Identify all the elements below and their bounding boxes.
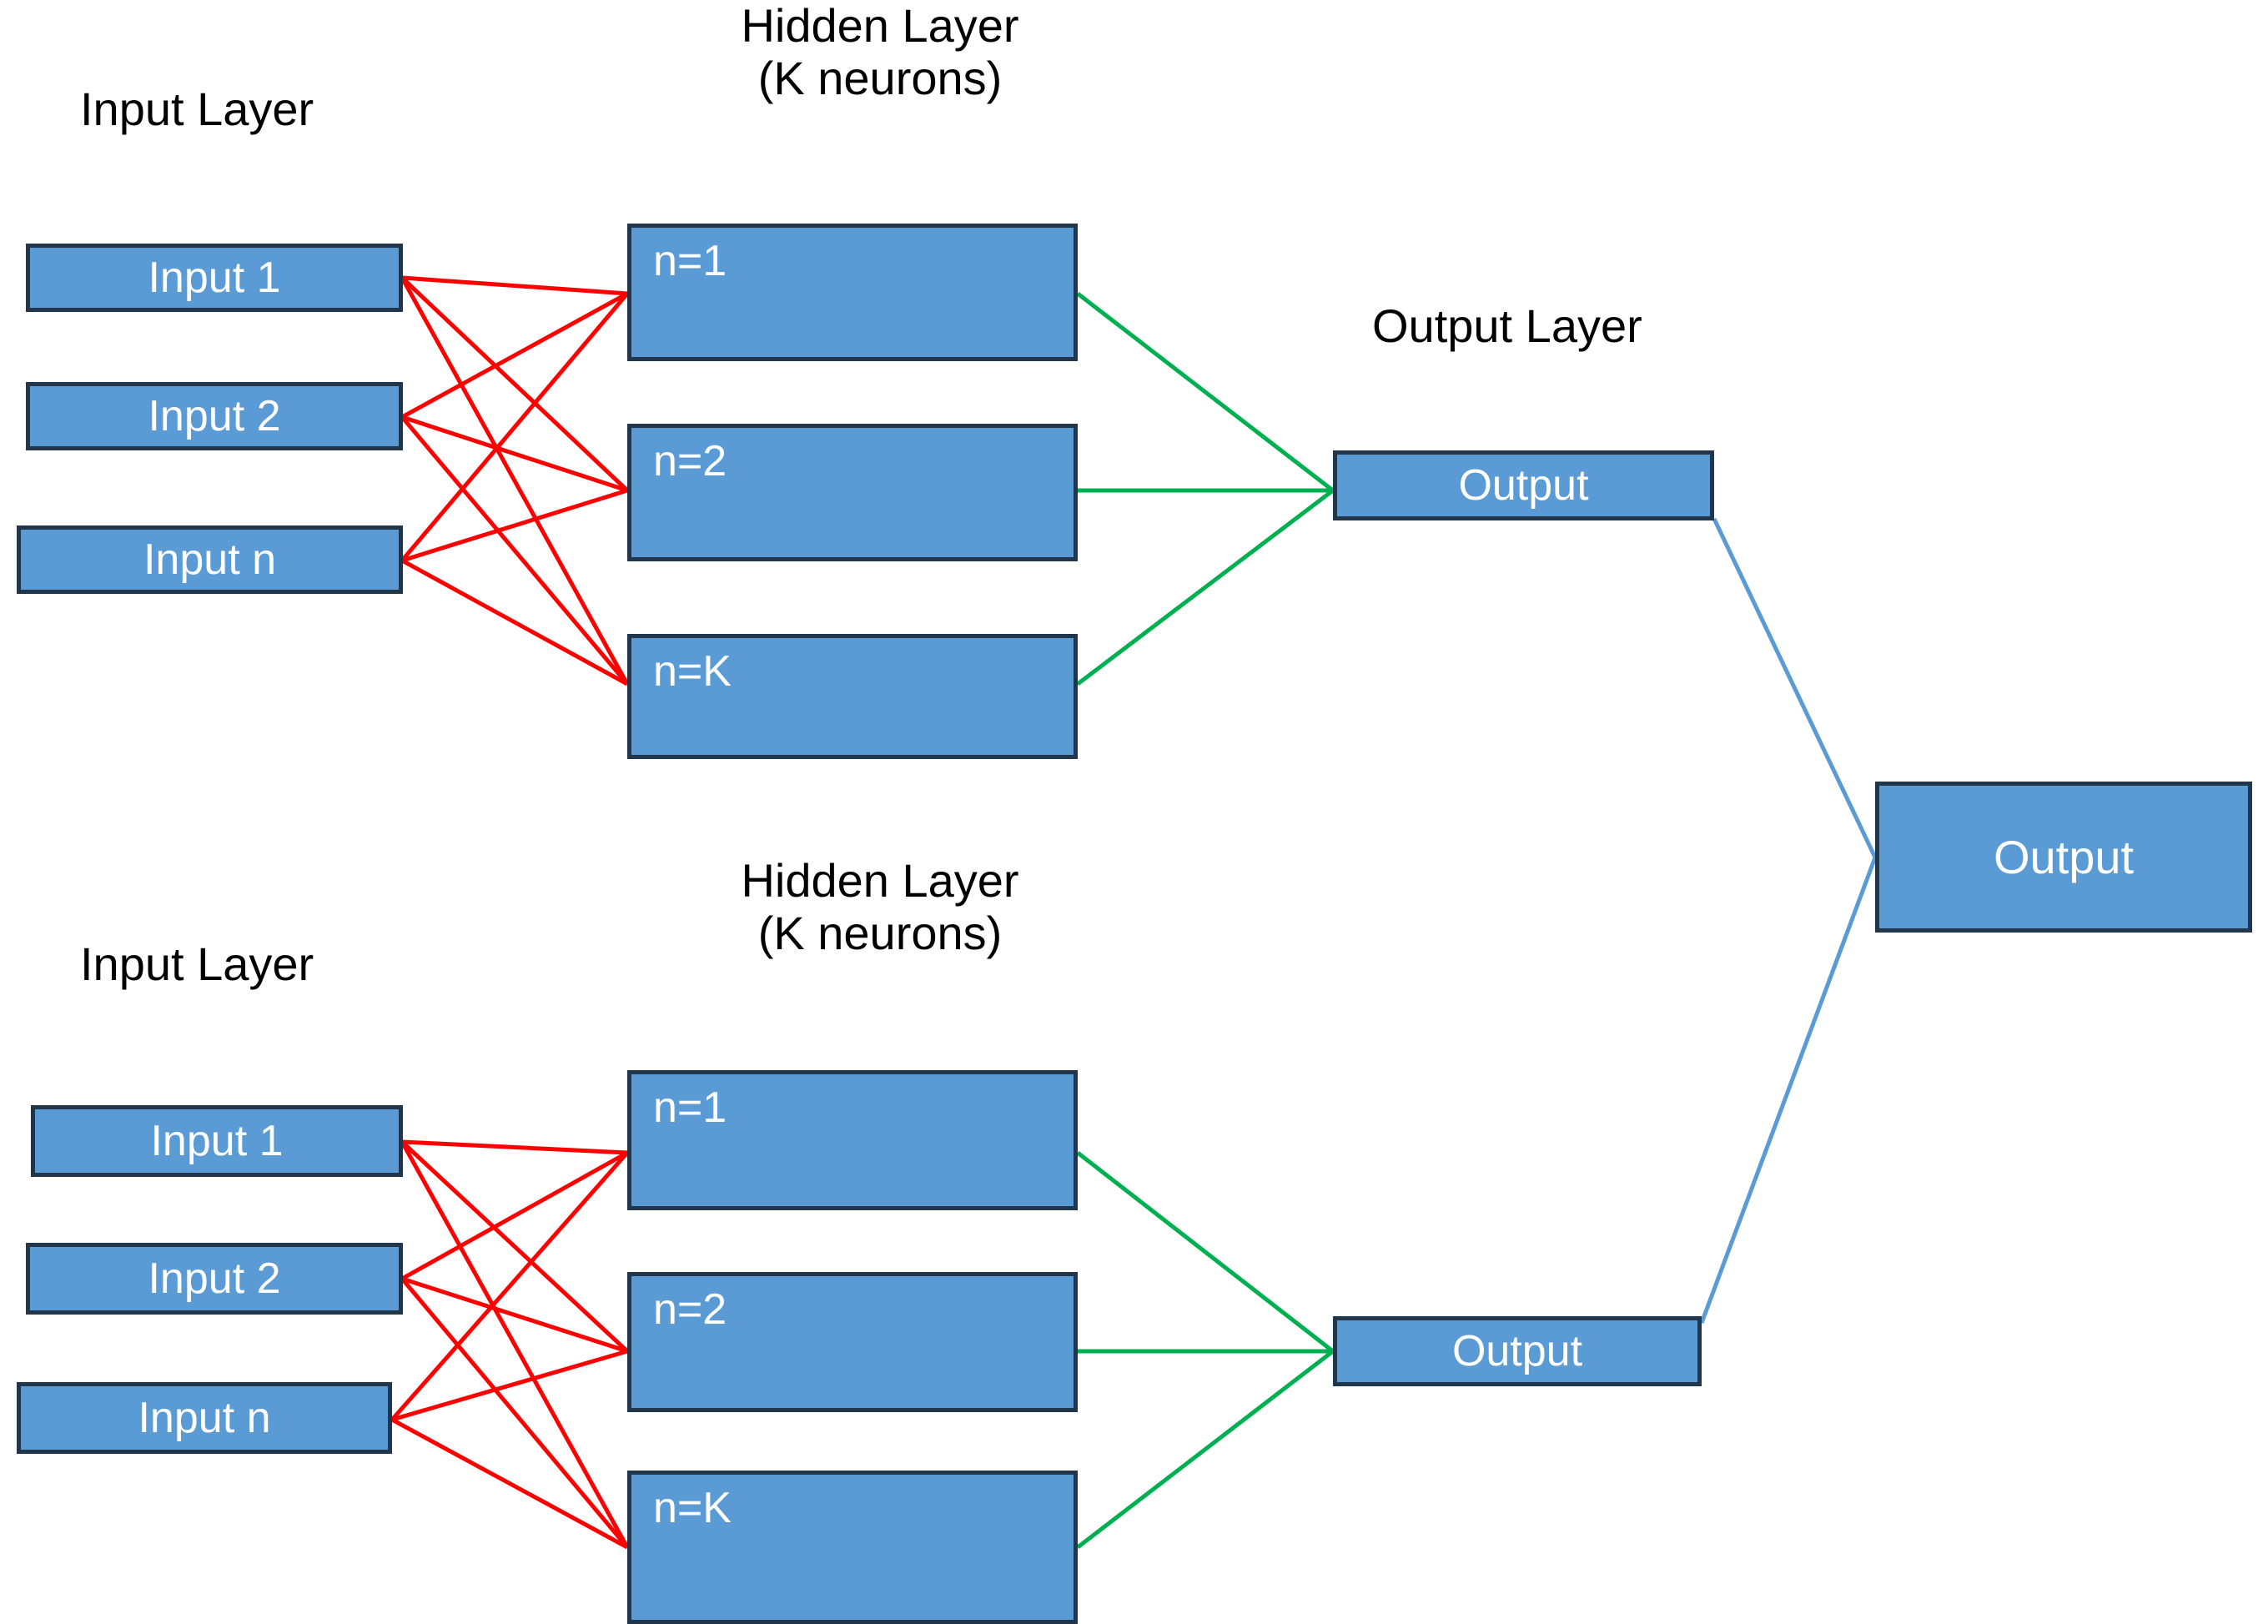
node-top-input-2-label: Input 2 xyxy=(148,392,281,440)
edge-b-in2-n2 xyxy=(401,1276,628,1354)
edge-b-in2-nK xyxy=(400,1277,629,1549)
node-bottom-input-2[interactable]: Input 2 xyxy=(26,1243,403,1315)
label-hidden-layer-bottom: Hidden Layer (K neurons) xyxy=(705,854,1055,959)
node-top-input-n[interactable]: Input n xyxy=(17,525,403,594)
node-bottom-hidden-2-label: n=2 xyxy=(653,1285,727,1334)
node-top-hidden-k[interactable]: n=K xyxy=(627,634,1078,759)
bottom-hidden-to-output-edges xyxy=(1076,1151,1335,1549)
edge-b-in1-n1 xyxy=(401,1139,628,1155)
node-top-output[interactable]: Output xyxy=(1333,450,1714,520)
label-hidden-layer-top: Hidden Layer (K neurons) xyxy=(705,0,1055,104)
node-bottom-hidden-k-label: n=K xyxy=(653,1484,732,1532)
edge-in2-n1 xyxy=(400,291,629,420)
bottom-input-to-hidden-edges xyxy=(390,1139,630,1550)
node-bottom-output[interactable]: Output xyxy=(1333,1316,1702,1386)
node-top-output-label: Output xyxy=(1458,461,1589,510)
label-output-layer: Output Layer xyxy=(1372,299,1642,352)
edge-nK-out xyxy=(1076,489,1335,686)
node-bottom-input-2-label: Input 2 xyxy=(148,1254,281,1303)
node-top-hidden-1-label: n=1 xyxy=(653,237,727,285)
node-top-input-2[interactable]: Input 2 xyxy=(26,382,403,450)
node-bottom-hidden-k[interactable]: n=K xyxy=(627,1471,1078,1624)
edge-in2-n2 xyxy=(401,415,628,493)
node-bottom-input-1-label: Input 1 xyxy=(150,1117,284,1165)
node-bottom-input-1[interactable]: Input 1 xyxy=(31,1105,403,1177)
edge-b-inn-n2 xyxy=(391,1349,628,1422)
node-final-output-label: Output xyxy=(1993,831,2135,883)
edge-b-nK-out xyxy=(1076,1350,1335,1549)
node-top-hidden-k-label: n=K xyxy=(653,647,732,696)
edge-inn-nK xyxy=(400,558,629,686)
node-bottom-hidden-1[interactable]: n=1 xyxy=(627,1070,1078,1210)
edge-inn-n1 xyxy=(400,292,629,562)
node-bottom-output-label: Output xyxy=(1451,1327,1583,1375)
node-top-input-1[interactable]: Input 1 xyxy=(26,244,403,312)
edge-b-in1-nK xyxy=(400,1140,630,1549)
edge-in1-nK xyxy=(400,276,630,686)
edge-b-inn-nK xyxy=(390,1417,629,1550)
label-hidden-layer-bottom-line1: Hidden Layer xyxy=(741,854,1019,907)
node-bottom-hidden-2[interactable]: n=2 xyxy=(627,1272,1078,1412)
edge-in1-n1 xyxy=(401,275,628,296)
node-top-input-1-label: Input 1 xyxy=(148,254,281,302)
node-bottom-input-n-label: Input n xyxy=(138,1394,271,1442)
edge-b-in2-n1 xyxy=(400,1150,629,1281)
node-top-hidden-2-label: n=2 xyxy=(653,437,727,485)
edge-b-n1-out xyxy=(1076,1151,1335,1353)
edge-b-inn-n1 xyxy=(390,1151,629,1421)
label-hidden-layer-top-line2: (K neurons) xyxy=(757,51,1003,104)
node-top-hidden-1[interactable]: n=1 xyxy=(627,224,1078,361)
edge-n1-out xyxy=(1076,292,1335,492)
node-top-hidden-2[interactable]: n=2 xyxy=(627,424,1078,561)
label-input-layer-bottom: Input Layer xyxy=(80,938,314,990)
node-bottom-input-n[interactable]: Input n xyxy=(17,1382,392,1454)
edge-top-out-final xyxy=(1712,517,1878,859)
output-to-final-edges xyxy=(1699,517,1878,1324)
edge-in2-nK xyxy=(400,415,629,686)
edge-inn-n2 xyxy=(401,488,628,563)
edge-bottom-out-final xyxy=(1699,857,1878,1324)
node-top-input-n-label: Input n xyxy=(143,535,277,584)
label-input-layer-top: Input Layer xyxy=(80,83,314,135)
top-hidden-to-output-edges xyxy=(1076,292,1335,686)
top-input-to-hidden-edges xyxy=(400,275,630,686)
label-hidden-layer-bottom-line2: (K neurons) xyxy=(757,906,1003,959)
edge-in1-n2 xyxy=(400,276,629,492)
edge-b-in1-n2 xyxy=(400,1140,629,1353)
label-hidden-layer-top-line1: Hidden Layer xyxy=(741,0,1019,52)
node-final-output[interactable]: Output xyxy=(1875,782,2252,933)
node-bottom-hidden-1-label: n=1 xyxy=(653,1084,727,1132)
